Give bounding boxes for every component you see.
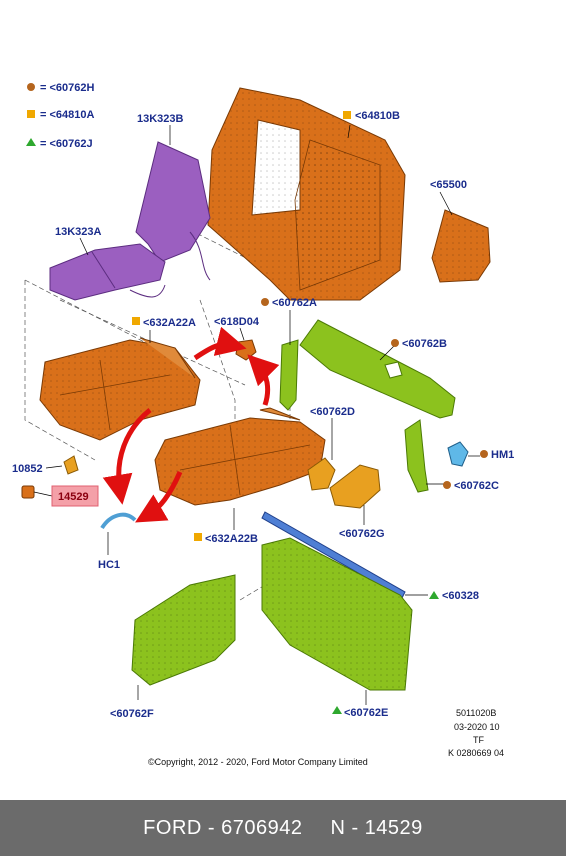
label-10852[interactable]: 10852: [12, 463, 43, 475]
legend-triangle-icon: [26, 138, 36, 146]
meta-line-4: K 0280669 04: [448, 748, 504, 758]
label-60328[interactable]: <60328: [442, 590, 479, 602]
square-marker-icon: [343, 111, 351, 119]
label-64810B[interactable]: <64810B: [355, 110, 400, 122]
label-60762B[interactable]: <60762B: [402, 338, 447, 350]
highlight-box: [51, 485, 99, 507]
module-HM1-part[interactable]: [447, 441, 469, 467]
drawing-meta: 5011020B 03-2020 10 TF K 0280669 04: [448, 708, 504, 758]
meta-line-3: TF: [473, 735, 484, 745]
label-14529[interactable]: 14529: [58, 491, 89, 503]
circle-marker-icon: [261, 298, 269, 306]
copyright-text: ©Copyright, 2012 - 2020, Ford Motor Comp…: [148, 757, 368, 767]
heater-mat-13K323B-part[interactable]: [135, 141, 211, 281]
parts-diagram: = <60762H = <64810A = <60762J: [12, 82, 514, 767]
clip-10852-part[interactable]: [63, 455, 79, 475]
trim-65500-part[interactable]: [431, 209, 491, 283]
square-marker-icon: [194, 533, 202, 541]
legend-circle-icon: [27, 83, 35, 91]
red-arrows: [102, 326, 280, 523]
label-618D04[interactable]: <618D04: [214, 316, 260, 328]
circle-marker-icon: [391, 339, 399, 347]
seat-cushion-632A22B-part[interactable]: [154, 407, 326, 506]
label-632A22A[interactable]: <632A22A: [143, 317, 196, 329]
triangle-marker-icon: [332, 706, 342, 714]
label-60762G[interactable]: <60762G: [339, 528, 385, 540]
part-labels: 13K323B <64810B <65500 13K323A <60762A <…: [12, 110, 514, 720]
legend-item-1: = <64810A: [40, 109, 94, 121]
leader-lines: [33, 124, 480, 705]
label-65500[interactable]: <65500: [430, 179, 467, 191]
bracket-60762G-part[interactable]: [329, 464, 381, 509]
label-60762C[interactable]: <60762C: [454, 480, 499, 492]
label-HC1[interactable]: HC1: [98, 559, 120, 571]
seatback-frame-part[interactable]: [207, 87, 406, 301]
label-13K323A[interactable]: 13K323A: [55, 226, 102, 238]
side-panel-60762F-part[interactable]: [131, 574, 236, 686]
bracket-60762D-part[interactable]: [307, 457, 336, 491]
legend-item-2: = <60762J: [40, 138, 93, 150]
label-HM1[interactable]: HM1: [491, 449, 514, 461]
bracket-60762C-part[interactable]: [404, 419, 429, 493]
clip-618D04-part[interactable]: [235, 339, 257, 361]
footer-bar: FORD - 6706942 N - 14529: [0, 800, 566, 856]
square-marker-icon: [132, 317, 140, 325]
heater-mat-13K323A-part[interactable]: [49, 243, 166, 301]
legend-item-0: = <60762H: [40, 82, 94, 94]
connector-14529-part[interactable]: [21, 485, 35, 499]
legend: = <60762H = <64810A = <60762J: [26, 82, 94, 150]
label-60762F[interactable]: <60762F: [110, 708, 154, 720]
label-632A22B[interactable]: <632A22B: [205, 533, 258, 545]
footer-reference: N - 14529: [330, 816, 423, 839]
label-60762D[interactable]: <60762D: [310, 406, 355, 418]
meta-line-2: 03-2020 10: [454, 722, 500, 732]
meta-line-1: 5011020B: [456, 708, 496, 718]
footer-part-number: FORD - 6706942: [143, 816, 303, 839]
triangle-marker-icon: [429, 591, 439, 599]
label-60762A[interactable]: <60762A: [272, 297, 317, 309]
label-60762E[interactable]: <60762E: [344, 707, 388, 719]
circle-marker-icon: [443, 481, 451, 489]
seat-cushion-632A22A-part[interactable]: [39, 337, 201, 441]
label-13K323B[interactable]: 13K323B: [137, 113, 184, 125]
base-panel-60762E-part[interactable]: [261, 537, 413, 691]
bracket-60762A-part[interactable]: [279, 339, 299, 411]
cable-HC1-part[interactable]: [100, 512, 137, 530]
circle-marker-icon: [480, 450, 488, 458]
panel-60762B-part[interactable]: [299, 319, 456, 419]
legend-square-icon: [27, 110, 35, 118]
